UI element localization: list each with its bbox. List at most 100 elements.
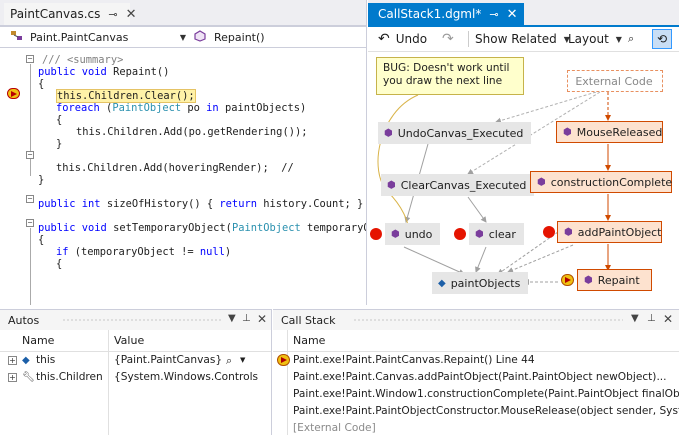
code-text: Repaint() xyxy=(106,66,170,78)
call-stack-window: Call Stack ▼ ⊥ ✕ Name Paint.exe!Paint.Pa… xyxy=(273,309,679,435)
collapse-icon[interactable]: − xyxy=(26,150,34,159)
tab-label: PaintCanvas.cs xyxy=(10,7,101,21)
code-text: setTemporaryObject( xyxy=(106,222,232,234)
member-dropdown[interactable]: Repaint() xyxy=(194,27,364,47)
node-paintobjects[interactable]: ◆ paintObjects xyxy=(432,272,529,294)
node-external-code[interactable]: External Code xyxy=(567,70,663,92)
class-dropdown[interactable]: Paint.PaintCanvas ▼ xyxy=(10,27,190,47)
keyword: public int xyxy=(38,198,101,210)
navigation-bar: Paint.PaintCanvas ▼ Repaint() xyxy=(0,27,366,48)
window-position-dropdown-icon[interactable]: ▼ xyxy=(631,313,639,324)
code-text: po xyxy=(181,102,207,114)
stack-frame-row[interactable]: Paint.exe!Paint.PaintCanvas.Repaint() Li… xyxy=(273,352,679,369)
close-icon[interactable]: ✕ xyxy=(663,312,674,326)
stack-frame-label: [External Code] xyxy=(293,422,376,434)
redo-button[interactable]: ↷ xyxy=(442,27,454,51)
autos-title-bar[interactable]: Autos ▼ ⊥ ✕ xyxy=(0,310,271,330)
pin-icon[interactable]: ⊥ xyxy=(242,313,251,324)
callstack-title-bar[interactable]: Call Stack ▼ ⊥ ✕ xyxy=(273,310,679,330)
find-button[interactable]: ⌕ xyxy=(628,27,634,51)
code-line: { xyxy=(38,78,45,90)
undo-button[interactable]: ↶ Undo xyxy=(378,27,427,51)
node-mousereleased[interactable]: ⬢ MouseReleased xyxy=(556,121,663,143)
code-map-pane: CallStack1.dgml* ⊸ ✕ ↶ Undo ↷ Show Relat… xyxy=(368,0,679,305)
node-undocanvas-executed[interactable]: ⬢ UndoCanvas_Executed xyxy=(378,122,532,144)
code-text-area[interactable]: − − − − /// <summary> public void Repain… xyxy=(0,50,366,305)
table-row[interactable]: + 🔧︎ this.Children {System.Windows.Contr… xyxy=(0,369,272,386)
collapse-icon[interactable]: − xyxy=(26,194,34,203)
column-divider xyxy=(287,330,288,435)
pin-icon[interactable]: ⊸ xyxy=(108,7,118,21)
find-icon: ⌕ xyxy=(628,32,635,45)
code-line: public void Repaint() xyxy=(38,66,169,78)
current-frame-icon xyxy=(277,354,290,366)
instruction-pointer-icon xyxy=(561,274,574,286)
stack-frame-row[interactable]: [External Code] xyxy=(273,420,679,435)
pin-icon[interactable]: ⊥ xyxy=(647,313,656,324)
collapse-icon[interactable]: − xyxy=(26,54,34,63)
stack-frame-row[interactable]: Paint.exe!Paint.PaintObjectConstructor.M… xyxy=(273,403,679,420)
node-undo[interactable]: ⬢ undo xyxy=(385,223,441,245)
node-addpaintobject[interactable]: ⬢ addPaintObject xyxy=(557,221,662,243)
node-clearcanvas-executed[interactable]: ⬢ ClearCanvas_Executed xyxy=(381,174,535,196)
node-clear[interactable]: ⬢ clear xyxy=(469,223,524,245)
expand-icon[interactable]: + xyxy=(8,373,17,382)
close-icon[interactable]: ✕ xyxy=(506,6,518,22)
tab-callstack-dgml[interactable]: CallStack1.dgml* ⊸ ✕ xyxy=(368,3,524,25)
breakpoint-icon[interactable] xyxy=(543,226,555,238)
variable-value: {Paint.PaintCanvas} xyxy=(114,354,223,366)
redo-icon: ↷ xyxy=(442,31,454,47)
instruction-pointer-icon xyxy=(7,88,20,99)
close-icon[interactable]: ✕ xyxy=(125,6,137,22)
layout-label: Layout xyxy=(568,32,609,46)
code-text: ( xyxy=(99,102,113,114)
keyword: foreach xyxy=(56,102,100,114)
code-text: sizeOfHistory() { xyxy=(100,198,220,210)
column-header-name[interactable]: Name xyxy=(293,334,326,347)
column-header-name[interactable]: Name xyxy=(22,334,55,347)
code-text: paintObjects) xyxy=(218,102,307,114)
node-label: addPaintObject xyxy=(577,225,662,239)
stack-frame-label: Paint.exe!Paint.PaintCanvas.Repaint() Li… xyxy=(293,354,535,366)
chevron-down-icon[interactable]: ▼ xyxy=(240,356,246,364)
tab-label: CallStack1.dgml* xyxy=(378,7,482,21)
node-constructioncomplete[interactable]: ⬢ constructionComplete xyxy=(530,171,672,193)
bug-comment-note[interactable]: BUG: Doesn't work until you draw the nex… xyxy=(376,57,524,95)
stack-frame-label: Paint.exe!Paint.Canvas.addPaintObject(Pa… xyxy=(293,371,667,383)
column-divider[interactable] xyxy=(108,330,109,435)
type-name: PaintObject xyxy=(112,102,182,114)
window-position-dropdown-icon[interactable]: ▼ xyxy=(228,313,236,324)
glyph-margin[interactable] xyxy=(0,50,24,305)
show-related-label: Show Related xyxy=(475,32,557,46)
code-line: this.Children.Add(po.getRendering()); xyxy=(76,126,308,138)
variable-name: this.Children xyxy=(36,371,103,383)
stack-frame-row[interactable]: Paint.exe!Paint.Window1.constructionComp… xyxy=(273,386,679,403)
stack-frame-row[interactable]: Paint.exe!Paint.Canvas.addPaintObject(Pa… xyxy=(273,369,679,386)
collapse-icon[interactable]: − xyxy=(26,218,34,227)
code-text: temporaryObj xyxy=(307,222,366,234)
variable-name: this xyxy=(36,354,56,366)
node-label: paintObjects xyxy=(450,276,521,290)
column-header-value[interactable]: Value xyxy=(114,334,145,347)
magnifier-icon[interactable]: ⌕ xyxy=(226,354,233,367)
outlining-margin: − − − − xyxy=(24,50,36,305)
diagram-canvas[interactable]: BUG: Doesn't work until you draw the nex… xyxy=(368,52,679,305)
node-label: undo xyxy=(404,227,433,241)
code-line: if (temporaryObject != null) xyxy=(56,246,231,258)
show-related-dropdown[interactable]: Show Related ▼ xyxy=(475,27,570,51)
breakpoint-icon[interactable] xyxy=(370,228,382,240)
node-label: ClearCanvas_Executed xyxy=(400,178,527,192)
expand-icon[interactable]: + xyxy=(8,356,17,365)
layout-dropdown[interactable]: Layout ▼ xyxy=(568,27,622,51)
breakpoint-icon[interactable] xyxy=(454,228,466,240)
sync-button[interactable]: ⟲ xyxy=(652,27,672,51)
chevron-down-icon: ▼ xyxy=(615,34,622,44)
code-line: foreach (PaintObject po in paintObjects) xyxy=(56,102,306,114)
pin-icon[interactable]: ⊸ xyxy=(489,7,499,21)
tab-paintcanvas-cs[interactable]: PaintCanvas.cs ⊸ ✕ xyxy=(4,3,137,25)
chevron-down-icon: ▼ xyxy=(179,32,186,42)
node-repaint[interactable]: ⬢ Repaint xyxy=(577,269,652,291)
method-icon: ⬢ xyxy=(475,228,484,240)
table-row[interactable]: + ◆ this {Paint.PaintCanvas} ⌕ ▼ xyxy=(0,352,272,369)
close-icon[interactable]: ✕ xyxy=(257,312,268,326)
